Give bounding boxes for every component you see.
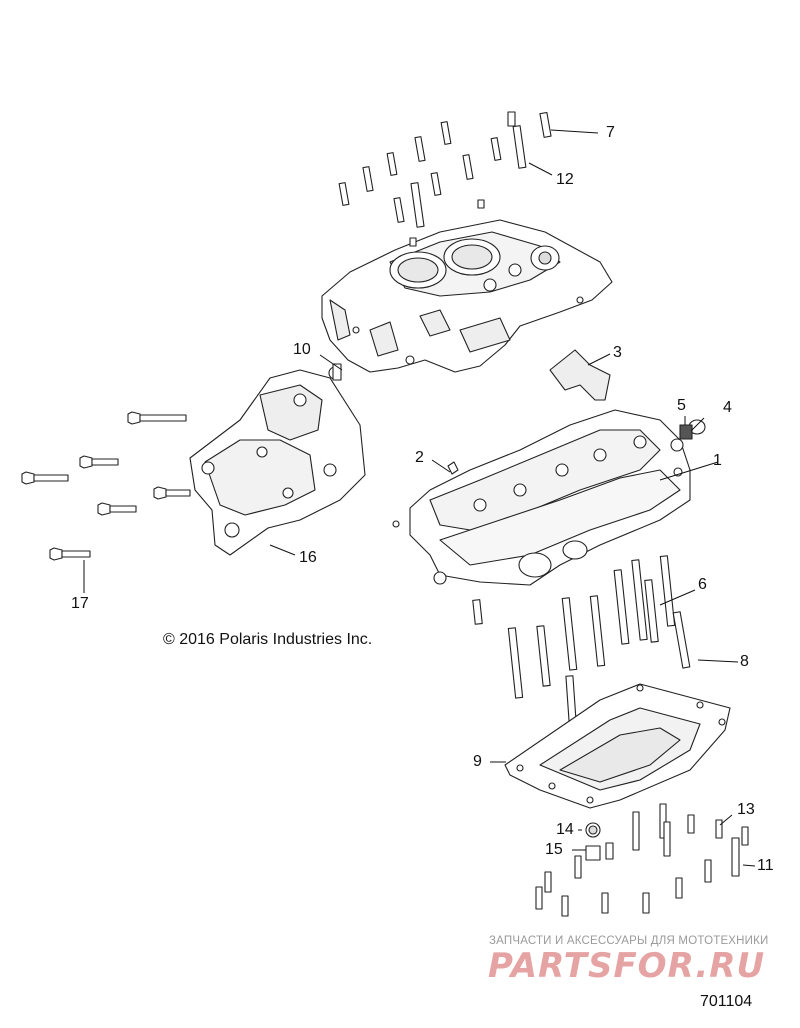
copyright-notice: © 2016 Polaris Industries Inc.	[163, 631, 373, 648]
oil-pan	[504, 683, 731, 809]
crankcase-cover	[189, 369, 366, 556]
upper-bolts	[338, 111, 552, 247]
callout-1: 1	[713, 452, 722, 469]
callout-14: 14	[556, 821, 574, 838]
callout-4: 4	[723, 399, 732, 416]
watermark-tagline: ЗАПЧАСТИ И АКСЕССУАРЫ ДЛЯ МОТОТЕХНИКИ	[489, 935, 769, 947]
callout-9: 9	[473, 753, 482, 770]
callout-8: 8	[740, 653, 749, 670]
callout-15: 15	[545, 841, 563, 858]
callout-12: 12	[556, 171, 574, 188]
callout-7: 7	[606, 124, 615, 141]
lower-crankcase	[392, 349, 706, 586]
callout-11: 11	[757, 857, 774, 874]
callout-10: 10	[293, 341, 311, 358]
callout-6: 6	[698, 576, 707, 593]
callout-17: 17	[71, 595, 89, 612]
upper-crankcase	[321, 219, 613, 373]
callout-2: 2	[415, 449, 424, 466]
leader-lines	[83, 129, 756, 867]
watermark-logo: PARTSFOR.RU	[488, 946, 766, 986]
callout-13: 13	[737, 801, 755, 818]
diagram-part-number: 701104	[700, 993, 753, 1010]
callout-16: 16	[299, 549, 317, 566]
pan-bolts	[332, 363, 749, 917]
callout-3: 3	[613, 344, 622, 361]
callout-5: 5	[677, 397, 686, 414]
